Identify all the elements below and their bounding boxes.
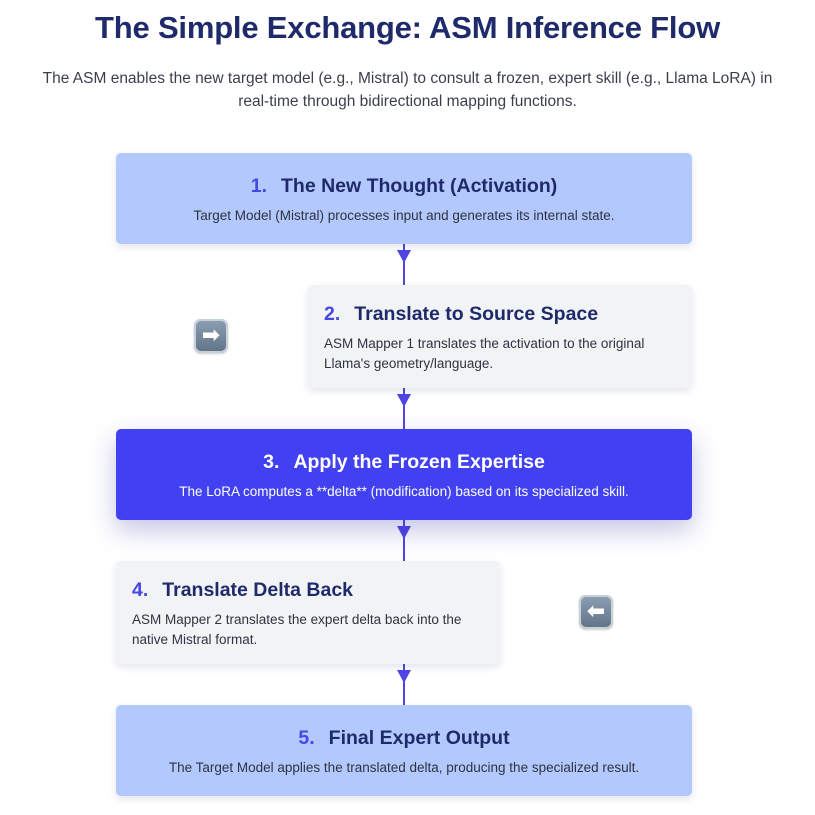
step-2-number: 2. [324, 303, 341, 325]
step-5-title: Final Expert Output [328, 727, 510, 749]
step-4-box: 4. Translate Delta Back ASM Mapper 2 tran… [116, 561, 500, 664]
connector-line-2 [403, 388, 405, 430]
step-4-description: ASM Mapper 2 translates the expert delta… [132, 612, 462, 647]
step-1-number: 1. [250, 175, 268, 197]
arrow-down-icon [397, 526, 411, 539]
right-arrow-icon: ➡ [194, 319, 228, 353]
step-2-description: ASM Mapper 1 translates the activation t… [324, 336, 645, 371]
step-2-box: 2. Translate to Source Space ASM Mapper 1… [308, 285, 692, 388]
connector-line-1 [403, 244, 405, 286]
step-3-heading: 3. Apply the Frozen Expertise [136, 451, 672, 474]
step-4-title: Translate Delta Back [162, 579, 354, 601]
step-5-description: The Target Model applies the translated … [168, 760, 640, 775]
step-1-box: 1. The New Thought (Activation) Target Mo… [116, 153, 692, 244]
step-1-heading: 1. The New Thought (Activation) [136, 175, 672, 198]
arrow-down-icon [397, 670, 411, 683]
step-4-number: 4. [132, 579, 149, 601]
page-subtitle: The ASM enables the new target model (e.… [42, 70, 773, 110]
step-3-title: Apply the Frozen Expertise [293, 451, 545, 473]
step-2-title: Translate to Source Space [354, 303, 599, 325]
left-arrow-icon: ⬅ [579, 595, 613, 629]
step-3-description: The LoRA computes a **delta** (modificat… [179, 484, 629, 499]
connector-line-3 [403, 520, 405, 562]
step-3-box: 3. Apply the Frozen Expertise The LoRA co… [116, 429, 692, 520]
arrow-down-icon [397, 250, 411, 263]
arrow-down-icon [397, 394, 411, 407]
step-5-heading: 5. Final Expert Output [136, 727, 672, 750]
step-2-heading: 2. Translate to Source Space [324, 303, 676, 326]
step-5-number: 5. [298, 727, 315, 749]
page-title: The Simple Exchange: ASM Inference Flow [95, 10, 720, 45]
step-5-box: 5. Final Expert Output The Target Model a… [116, 705, 692, 796]
connector-line-4 [403, 664, 405, 706]
step-1-description: Target Model (Mistral) processes input a… [193, 208, 615, 223]
step-4-heading: 4. Translate Delta Back [132, 579, 484, 602]
step-3-number: 3. [263, 451, 280, 473]
step-1-title: The New Thought (Activation) [281, 175, 558, 197]
